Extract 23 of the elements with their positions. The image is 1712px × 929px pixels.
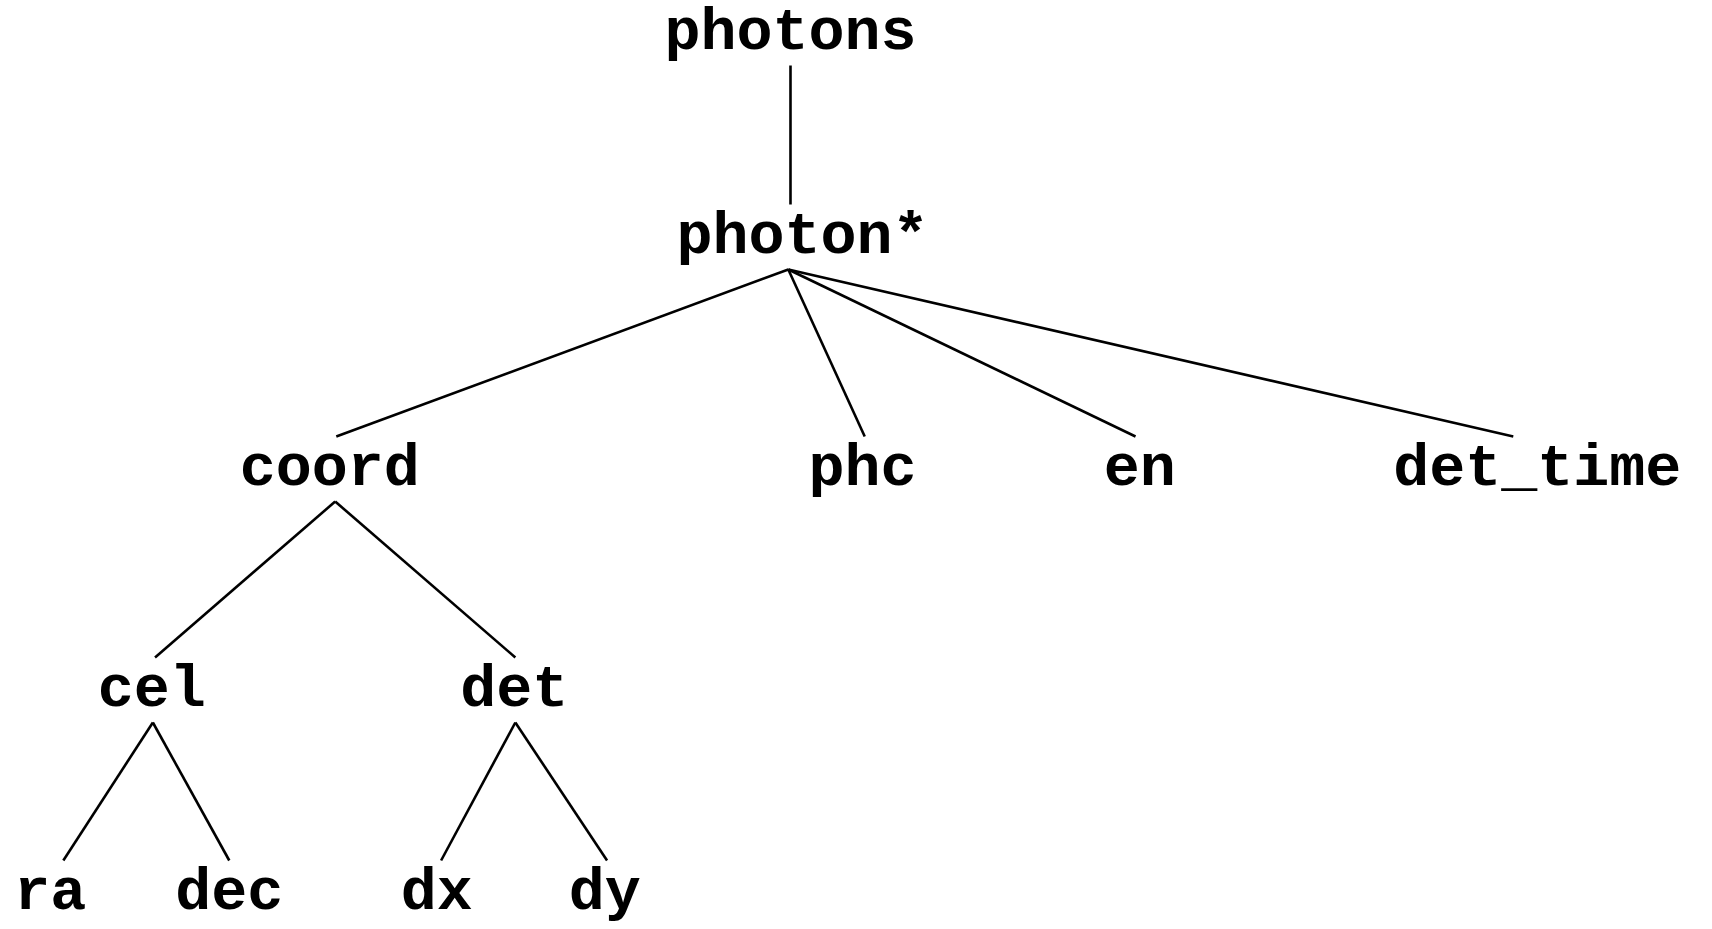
tree-node-label: phc [806,437,919,502]
tree-node-label: cel [95,657,208,723]
connector-line [335,268,789,438]
connector-line [154,500,337,659]
tree-node-label: ra [12,860,89,926]
tree-node-label: det [458,657,571,723]
connector-line [151,721,231,862]
tree-node-label: det_time [1391,437,1684,502]
connector-line [787,268,1137,438]
tree-node-label: dx [398,860,475,926]
tree-node-label: photon* [674,204,931,270]
tree-node-label: photons [662,0,919,66]
tree-node-label: coord [237,437,422,502]
tree-node-label: dec [173,860,286,926]
connector-line [789,65,792,205]
tree-node-label: en [1101,437,1178,502]
connector-line [334,500,517,659]
tree-node-label: dy [566,860,643,926]
connector-line [439,721,517,862]
connector-line [788,268,1514,438]
connector-line [787,268,866,438]
connector-line [514,721,609,862]
connector-line [62,721,154,862]
